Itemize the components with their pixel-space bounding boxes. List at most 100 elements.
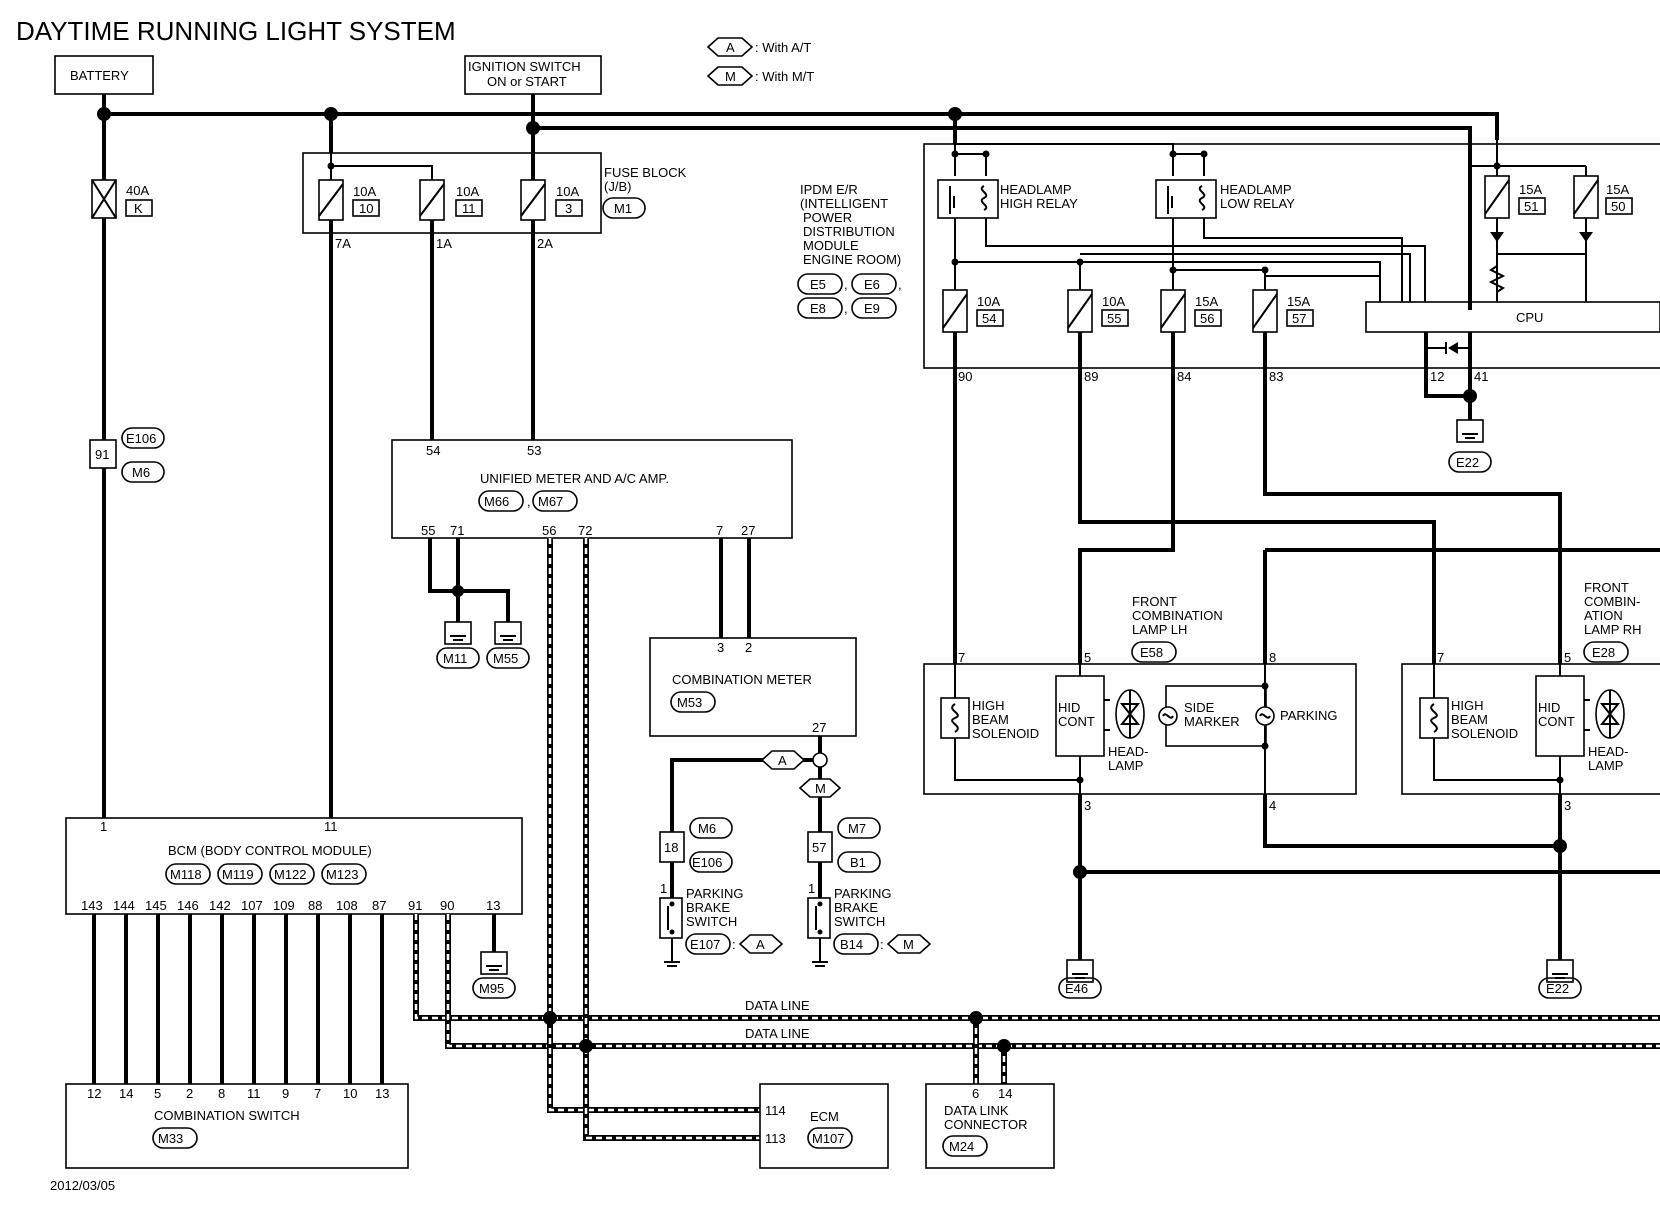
svg-text:57: 57 <box>812 840 826 855</box>
svg-text:87: 87 <box>372 898 386 913</box>
fuse-block-jb: (J/B) <box>604 179 631 194</box>
svg-text:SWITCH: SWITCH <box>834 914 885 929</box>
svg-text:PARKING: PARKING <box>834 886 892 901</box>
branch-m-tag <box>798 778 842 798</box>
legend-m-tag <box>706 66 754 86</box>
svg-text:11: 11 <box>462 201 476 216</box>
combination-switch-box <box>65 1083 409 1169</box>
comb-switch-conn: M33 <box>158 1131 183 1146</box>
bcm-box <box>65 817 523 915</box>
ipdm-label: POWER <box>803 210 852 225</box>
svg-text:M95: M95 <box>479 981 504 996</box>
ground-symbol: E46 <box>1058 959 1102 999</box>
svg-text:10A: 10A <box>556 184 579 199</box>
lamp-rh-hid-cont: HID CONT HEAD- LAMP <box>1535 675 1628 773</box>
high-relay-output <box>954 218 1081 290</box>
ipdm-fuse-54: 10A 54 <box>942 289 1004 333</box>
cpu-power <box>1496 218 1587 302</box>
ecm-pin: 114 <box>765 1103 786 1118</box>
svg-text:55: 55 <box>1107 311 1121 326</box>
lamp-rh-label: FRONT <box>1584 580 1629 595</box>
svg-text:M6: M6 <box>698 821 716 836</box>
fuse-pin-7a: 7A <box>335 236 351 251</box>
battery-power-line <box>102 94 1499 140</box>
svg-text:,: , <box>844 301 848 316</box>
svg-text:PARKING: PARKING <box>686 886 744 901</box>
svg-text:BEAM: BEAM <box>972 712 1009 727</box>
joint-conn1: E106 <box>126 431 156 446</box>
lamp-rh-label: ATION <box>1584 608 1623 623</box>
cpu-sense <box>1080 261 1381 302</box>
diagram-date: 2012/03/05 <box>50 1178 115 1193</box>
bcm-pin-top: 1 <box>100 819 107 834</box>
cpu-ground-wire <box>1424 332 1472 420</box>
lamp-lh-label: FRONT <box>1132 594 1177 609</box>
svg-text:BRAKE: BRAKE <box>686 900 730 915</box>
svg-text:E8: E8 <box>810 301 826 316</box>
cm-conn-badge <box>670 691 716 713</box>
svg-text:M55: M55 <box>493 651 518 666</box>
relay-bus <box>954 153 1205 176</box>
svg-text:E46: E46 <box>1065 981 1088 996</box>
svg-text:14: 14 <box>119 1086 133 1101</box>
junction-dot <box>1261 266 1269 274</box>
svg-text::: : <box>732 937 736 952</box>
svg-text:11: 11 <box>247 1086 261 1101</box>
fuse40-id-box <box>125 199 153 217</box>
wire <box>954 664 1080 781</box>
cpu-label: CPU <box>1516 310 1543 325</box>
svg-text:M7: M7 <box>848 821 866 836</box>
svg-text:HEADLAMP: HEADLAMP <box>1220 182 1292 197</box>
um-pin-bottom: 56 <box>542 523 556 538</box>
svg-text:144: 144 <box>113 898 135 913</box>
svg-text:10A: 10A <box>1102 294 1125 309</box>
joint-conn2: M6 <box>132 465 150 480</box>
headlamp-high-relay: HEADLAMP HIGH RELAY <box>937 179 1078 219</box>
legend-a-text: : With A/T <box>755 40 811 55</box>
fuse-block-bus <box>330 114 433 180</box>
ecm-conn-badge <box>807 1127 853 1149</box>
comb-switch-pins: 12 14 5 2 8 11 9 7 10 13 <box>87 1086 389 1101</box>
legend-a-code: A <box>726 40 735 55</box>
svg-text:E106: E106 <box>692 855 722 870</box>
dlc-conn: M24 <box>949 1139 974 1154</box>
svg-text:BEAM: BEAM <box>1451 712 1488 727</box>
svg-text:LOW RELAY: LOW RELAY <box>1220 196 1295 211</box>
junction-dot <box>579 1039 593 1053</box>
svg-text:54: 54 <box>982 311 996 326</box>
svg-text:108: 108 <box>336 898 358 913</box>
headlamp-low-relay: HEADLAMP LOW RELAY <box>1155 179 1295 219</box>
lamp-lh-conn: E58 <box>1140 645 1163 660</box>
junction-dot <box>452 585 464 597</box>
svg-text:HEAD-: HEAD- <box>1108 744 1148 759</box>
data-line-label-2: DATA LINE <box>745 1026 810 1041</box>
dlc-line2: CONNECTOR <box>944 1117 1028 1132</box>
svg-text:10A: 10A <box>977 294 1000 309</box>
junction-dot <box>1463 389 1477 403</box>
svg-text:13: 13 <box>486 898 500 913</box>
svg-text:MARKER: MARKER <box>1184 714 1240 729</box>
svg-text:8: 8 <box>218 1086 225 1101</box>
svg-text:18: 18 <box>664 840 678 855</box>
ground-symbol: M55 <box>486 621 530 669</box>
um-pin-bottom: 27 <box>741 523 755 538</box>
junction-dot <box>1200 150 1208 158</box>
lamp-lh-pin: 4 <box>1269 798 1276 813</box>
joint-conn1-badge <box>121 427 165 449</box>
wire-low-beam-lh <box>1078 332 1175 664</box>
svg-text:HEADLAMP: HEADLAMP <box>1000 182 1072 197</box>
svg-text:A: A <box>756 937 765 952</box>
lamp-rh-pin: 5 <box>1564 650 1571 665</box>
wire <box>1425 332 1471 349</box>
svg-text:9: 9 <box>282 1086 289 1101</box>
junction-dot <box>982 150 990 158</box>
svg-text:HEAD-: HEAD- <box>1588 744 1628 759</box>
um-conn1-badge <box>478 490 524 512</box>
svg-text:M: M <box>903 937 914 952</box>
lamp-rh-box <box>1401 663 1660 795</box>
dlc-pin: 6 <box>972 1086 979 1101</box>
um-pin-bottom: 72 <box>578 523 592 538</box>
svg-text:10A: 10A <box>456 184 479 199</box>
ipdm-pin: 90 <box>958 369 972 384</box>
ecm-conn: M107 <box>812 1131 845 1146</box>
